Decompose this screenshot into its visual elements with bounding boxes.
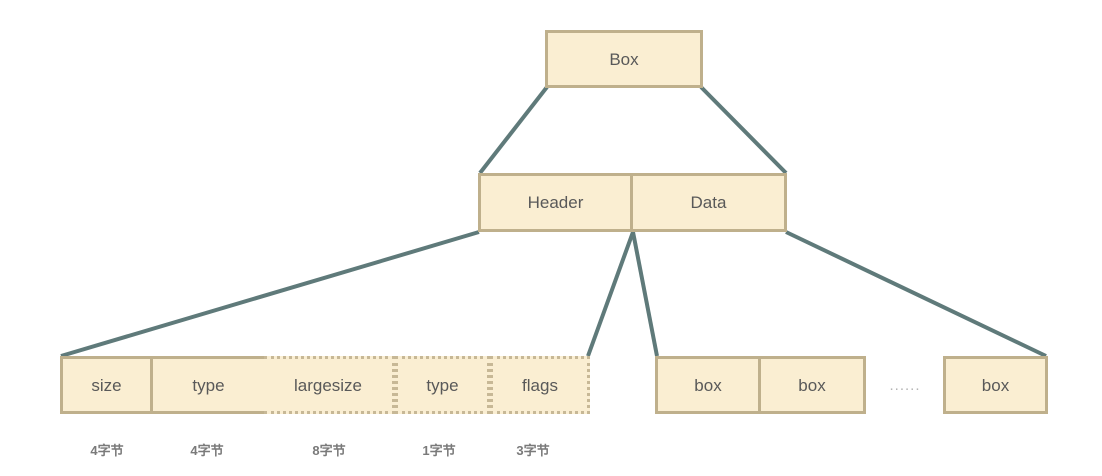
field-cell-size-label: size — [91, 375, 122, 395]
field-cell-flags-label: flags — [522, 375, 558, 395]
connector-header-to-fields — [60, 230, 480, 358]
field-cell-type-1[interactable]: type — [153, 356, 264, 414]
byte-label-flags: 3字节 — [492, 440, 574, 459]
byte-label-type-1-text: 4字节 — [190, 443, 224, 458]
field-cell-largesize-label: largesize — [293, 375, 363, 395]
byte-label-type-2-text: 1字节 — [422, 443, 456, 458]
connector-data-to-boxrow — [586, 231, 635, 357]
connector-header-to-boxrow — [631, 231, 659, 357]
node-header[interactable]: Header — [478, 173, 633, 232]
data-box-cell-last-label: box — [981, 375, 1010, 395]
level2-row: Header Data — [478, 173, 787, 232]
data-box-cell-1-label: box — [694, 375, 722, 395]
byte-label-type-1: 4字节 — [166, 440, 248, 459]
data-box-cell-last[interactable]: box — [943, 356, 1048, 414]
byte-label-flags-text: 3字节 — [516, 443, 550, 458]
header-fields-row: size type largesize type flags — [60, 356, 590, 414]
byte-label-size-text: 4字节 — [90, 443, 124, 458]
field-cell-type-1-label: type — [192, 375, 225, 395]
field-cell-flags[interactable]: flags — [490, 356, 590, 414]
connector-box-to-data — [699, 85, 788, 175]
connector-data-to-trailing-box — [785, 230, 1047, 358]
field-cell-size[interactable]: size — [60, 356, 153, 414]
node-box[interactable]: Box — [545, 30, 703, 88]
data-box-cell-2[interactable]: box — [761, 356, 866, 414]
field-cell-type-2-label: type — [426, 375, 459, 395]
byte-label-largesize: 8字节 — [288, 440, 370, 459]
byte-label-type-2: 1字节 — [398, 440, 480, 459]
data-boxes-row: box box — [655, 356, 866, 414]
node-data[interactable]: Data — [633, 173, 787, 232]
node-data-label: Data — [690, 193, 727, 212]
connector-box-to-header — [478, 85, 549, 175]
data-boxes-ellipsis-text: ...... — [889, 376, 921, 394]
data-box-cell-2-label: box — [798, 375, 826, 395]
field-cell-type-2[interactable]: type — [395, 356, 490, 414]
data-box-cell-1[interactable]: box — [655, 356, 761, 414]
byte-label-largesize-text: 8字节 — [312, 443, 346, 458]
node-header-label: Header — [527, 193, 584, 212]
field-cell-largesize[interactable]: largesize — [264, 356, 395, 414]
byte-label-size: 4字节 — [66, 440, 148, 459]
data-boxes-ellipsis: ...... — [878, 374, 932, 396]
node-box-label: Box — [609, 49, 639, 69]
